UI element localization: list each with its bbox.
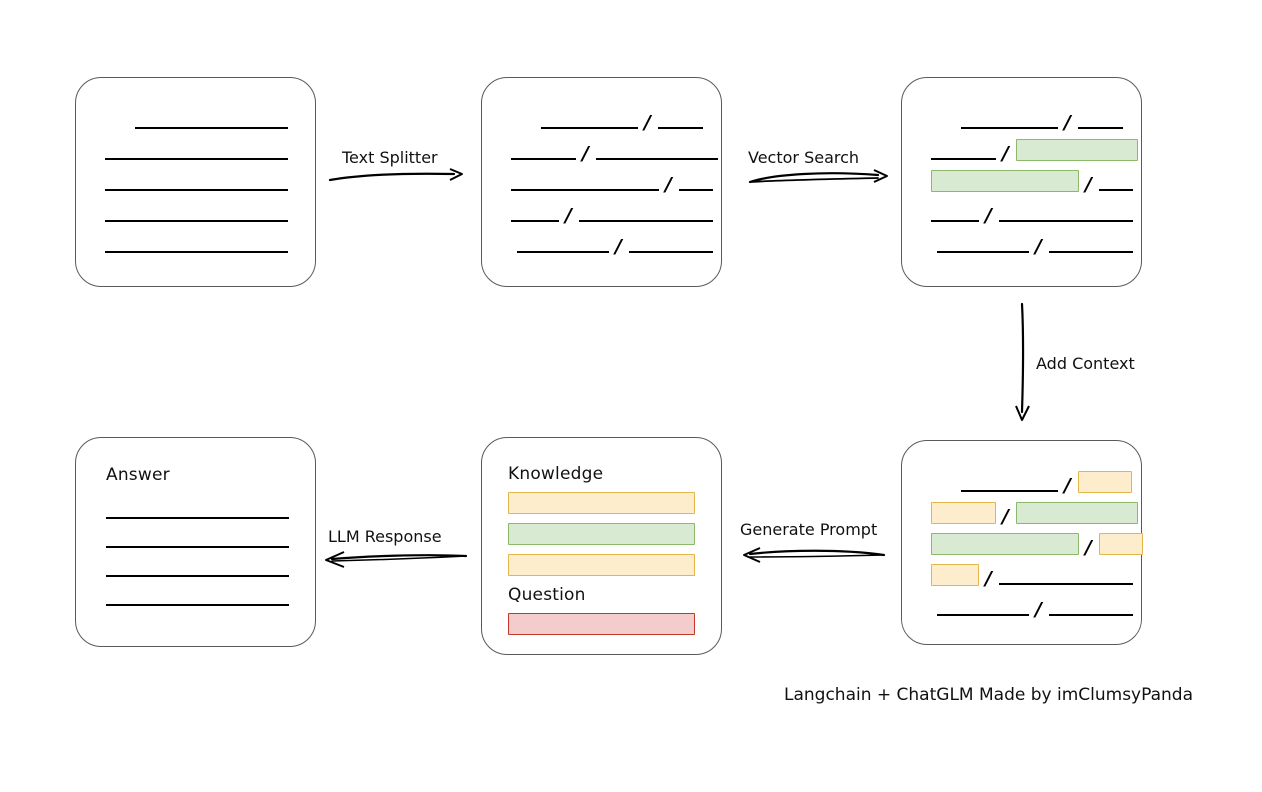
highlight-chip-yellow <box>1078 471 1132 493</box>
edge-label-vector-search: Vector Search <box>748 148 860 167</box>
highlight-chip-green <box>931 170 1079 192</box>
text-line-segment <box>961 490 1058 492</box>
chunk-separator-slash: / <box>1035 235 1042 258</box>
prompt-chip-green <box>508 523 695 545</box>
chunk-separator-slash: / <box>1064 111 1071 134</box>
edge-label-add-context: Add Context <box>1036 354 1135 373</box>
text-line-segment <box>105 251 288 253</box>
text-line-segment <box>579 220 713 222</box>
text-line-segment <box>658 127 703 129</box>
prompt-chip-yellow <box>508 492 695 514</box>
text-line-segment <box>106 546 289 548</box>
chunk-separator-slash: / <box>565 204 572 227</box>
prompt-question-chips <box>508 613 695 639</box>
edge-label-text-splitter: Text Splitter <box>342 148 438 167</box>
text-line-segment <box>541 127 638 129</box>
footer-credit: Langchain + ChatGLM Made by imClumsyPand… <box>784 685 1193 705</box>
edge-label-llm-response: LLM Response <box>328 527 442 546</box>
edge-arrow-llm-response <box>325 551 468 568</box>
chunk-separator-slash: / <box>1002 142 1009 165</box>
highlight-chip-green <box>1016 139 1138 161</box>
text-line-segment <box>679 189 713 191</box>
text-line-segment <box>1099 189 1133 191</box>
text-line-segment <box>999 583 1133 585</box>
edge-arrow-generate-prompt <box>743 547 886 563</box>
text-line-segment <box>517 251 609 253</box>
chunk-separator-slash: / <box>1085 173 1092 196</box>
answer-label: Answer <box>106 465 170 485</box>
text-line-segment <box>596 158 718 160</box>
text-line-segment <box>961 127 1058 129</box>
source-document-lines <box>105 118 288 253</box>
highlight-chip-yellow <box>931 564 979 586</box>
text-line-segment <box>511 158 576 160</box>
prompt-chip-yellow <box>508 554 695 576</box>
prompt-chip-red <box>508 613 695 635</box>
chunk-separator-slash: / <box>665 173 672 196</box>
chunk-separator-slash: / <box>1064 474 1071 497</box>
prompt-question-label: Question <box>508 585 586 605</box>
chunk-separator-slash: / <box>1085 536 1092 559</box>
text-line-segment <box>106 575 289 577</box>
chunk-separator-slash: / <box>644 111 651 134</box>
text-line-segment <box>105 158 288 160</box>
vector-matches-lines: / / / / / <box>931 113 1138 256</box>
text-line-segment <box>1049 251 1133 253</box>
text-line-segment <box>931 220 979 222</box>
chunk-separator-slash: / <box>615 235 622 258</box>
edge-arrow-vector-search <box>748 169 888 184</box>
text-line-segment <box>106 604 289 606</box>
text-line-segment <box>629 251 713 253</box>
prompt-knowledge-chips <box>508 492 695 576</box>
node-answer[interactable] <box>75 437 316 647</box>
split-chunks-lines: / / / / / <box>511 113 718 256</box>
highlight-chip-green <box>1016 502 1138 524</box>
chunk-separator-slash: / <box>985 204 992 227</box>
answer-lines <box>106 508 289 608</box>
text-line-segment <box>999 220 1133 222</box>
chunk-separator-slash: / <box>1002 505 1009 528</box>
text-line-segment <box>511 220 559 222</box>
edge-label-generate-prompt: Generate Prompt <box>740 520 878 539</box>
text-line-segment <box>937 251 1029 253</box>
text-line-segment <box>106 517 289 519</box>
highlight-chip-yellow <box>1099 533 1143 555</box>
text-line-segment <box>937 614 1029 616</box>
highlight-chip-yellow <box>931 502 996 524</box>
text-line-segment <box>931 158 996 160</box>
context-added-lines: / / / / / <box>931 471 1143 619</box>
chunk-separator-slash: / <box>582 142 589 165</box>
chunk-separator-slash: / <box>985 567 992 590</box>
prompt-knowledge-label: Knowledge <box>508 464 604 484</box>
text-line-segment <box>511 189 659 191</box>
chunk-separator-slash: / <box>1035 598 1042 621</box>
highlight-chip-green <box>931 533 1079 555</box>
edge-arrow-add-context <box>1015 302 1030 421</box>
text-line-segment <box>135 127 288 129</box>
text-line-segment <box>105 189 288 191</box>
edge-arrow-text-splitter <box>328 168 463 182</box>
text-line-segment <box>1049 614 1133 616</box>
text-line-segment <box>1078 127 1123 129</box>
text-line-segment <box>105 220 288 222</box>
